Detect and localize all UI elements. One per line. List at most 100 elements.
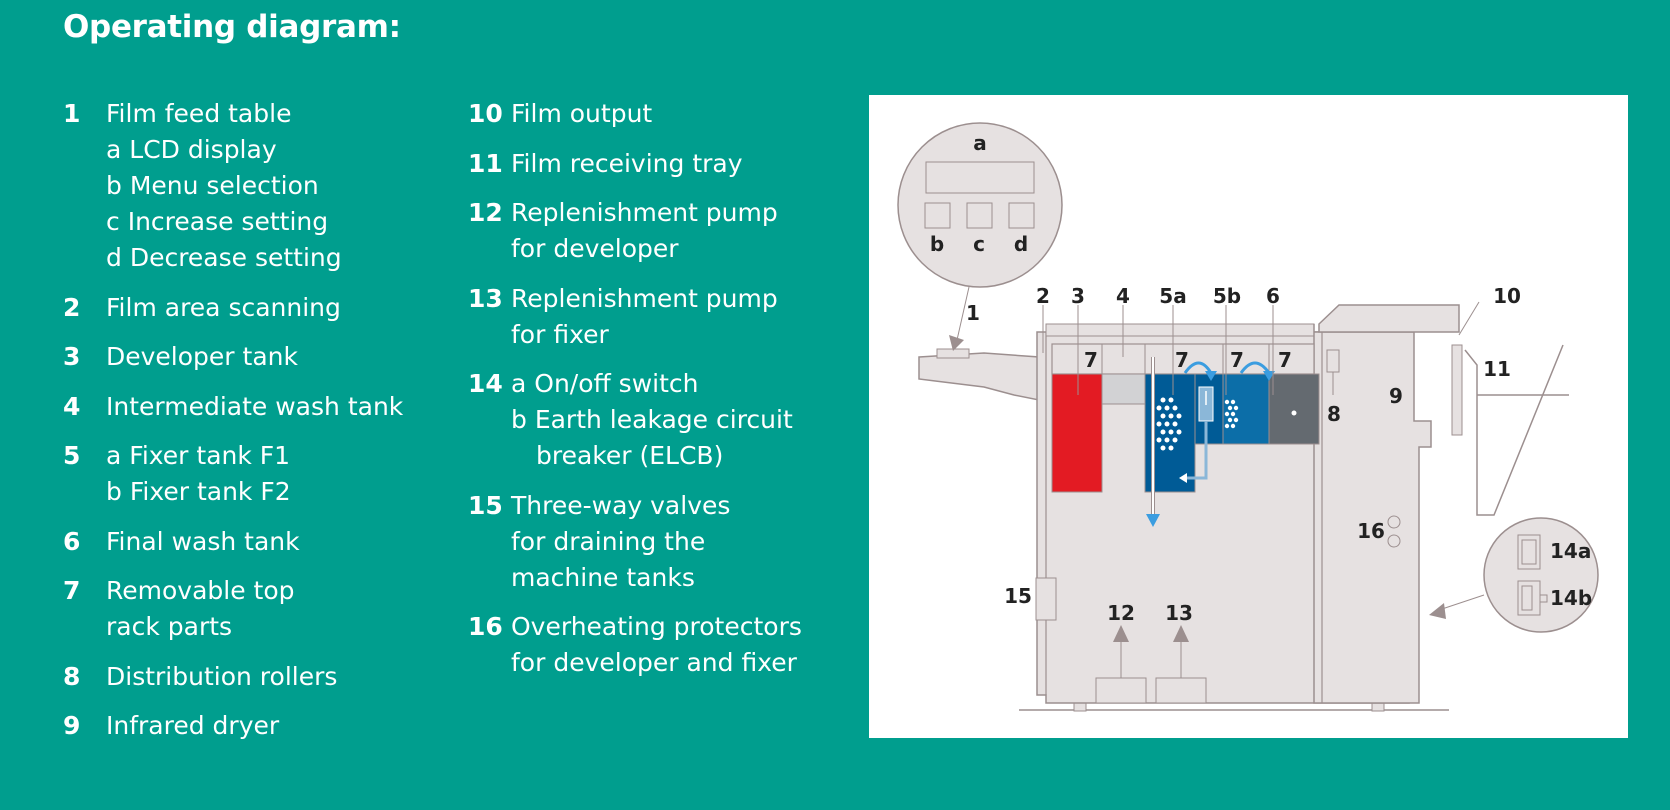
legend-number: 8 xyxy=(63,661,81,691)
label-3: 3 xyxy=(1071,284,1085,308)
legend-text: Film area scanning xyxy=(106,290,341,326)
legend-number: 13 xyxy=(468,283,503,313)
legend-line: Intermediate wash tank xyxy=(106,391,404,421)
legend-number: 6 xyxy=(63,526,81,556)
operating-diagram: a b c d 1 2 3 4 5a 5b 6 7 7 7 7 8 9 10 1… xyxy=(869,95,1628,738)
legend-line: for fixer xyxy=(511,319,609,349)
legend-number: 5 xyxy=(63,441,81,470)
legend-text: Final wash tank xyxy=(106,524,300,560)
menu-selection-button xyxy=(924,202,951,229)
legend-number: 14 xyxy=(468,369,503,398)
film-feed-table xyxy=(918,352,1040,401)
intermediate-wash-tank xyxy=(1101,373,1146,405)
legend-line: Film area scanning xyxy=(106,292,341,322)
label-7-b: 7 xyxy=(1175,348,1189,372)
label-c: c xyxy=(973,232,985,256)
elcb-switch-inner xyxy=(1521,585,1533,611)
legend-line: Final wash tank xyxy=(106,526,300,556)
dryer-housing xyxy=(1313,324,1432,704)
legend-text: Distribution rollers xyxy=(106,659,337,695)
legend-line: for developer and fixer xyxy=(511,648,797,677)
legend-line: Distribution rollers xyxy=(106,661,338,691)
legend-text: Replenishment pump for developer xyxy=(511,195,778,267)
foot-left xyxy=(1073,702,1087,712)
replenish-line xyxy=(1187,421,1208,480)
legend-text: Film receiving tray xyxy=(511,146,743,182)
legend-number: 1 xyxy=(63,99,81,128)
legend-line: Replenishment pump xyxy=(511,283,778,313)
legend-number: 11 xyxy=(468,148,503,178)
label-6: 6 xyxy=(1266,284,1280,308)
legend-text: Intermediate wash tank xyxy=(106,389,403,425)
legend-number: 16 xyxy=(468,612,503,641)
legend-item: 4 Intermediate wash tank xyxy=(63,389,453,425)
legend-item: 5 a Fixer tank F1 b Fixer tank F2 xyxy=(63,438,453,510)
switch-zoom xyxy=(1483,517,1599,633)
fixer-f2-rollers xyxy=(1224,399,1239,429)
label-12: 12 xyxy=(1107,601,1135,625)
flow-arrow-2 xyxy=(1239,361,1271,374)
legend-line: a Fixer tank F1 xyxy=(106,441,291,470)
legend-number: 7 xyxy=(63,576,81,605)
final-wash-dot xyxy=(1291,410,1297,416)
label-9: 9 xyxy=(1389,384,1403,408)
leader-14 xyxy=(1438,594,1485,611)
label-5a: 5a xyxy=(1159,284,1186,308)
replenish-arrow xyxy=(1179,473,1187,483)
label-8: 8 xyxy=(1327,402,1341,426)
label-14b: 14b xyxy=(1550,586,1592,610)
legend-number: 4 xyxy=(63,391,81,421)
legend-text: a Fixer tank F1 b Fixer tank F2 xyxy=(106,438,291,510)
arrow-14 xyxy=(1429,603,1446,619)
flow-arrow-2-head xyxy=(1263,371,1275,381)
legend-line: Three-way valves xyxy=(511,490,731,520)
legend-item: 6 Final wash tank xyxy=(63,524,453,560)
label-7-d: 7 xyxy=(1278,348,1292,372)
label-1: 1 xyxy=(966,301,980,325)
film-receiving-tray xyxy=(1464,344,1564,516)
label-4: 4 xyxy=(1116,284,1130,308)
arrow-1 xyxy=(949,335,964,351)
legend-line: Replenishment pump xyxy=(511,198,778,227)
legend-text: Infrared dryer xyxy=(106,708,279,744)
label-15: 15 xyxy=(1004,584,1032,608)
legend-line: b Earth leakage circuit xyxy=(511,405,793,434)
legend-text: Developer tank xyxy=(106,339,298,375)
elcb-test xyxy=(1539,594,1548,603)
legend-number: 9 xyxy=(63,711,81,740)
legend-item: 3 Developer tank xyxy=(63,339,453,375)
developer-tank xyxy=(1051,373,1103,493)
legend-line: b Menu selection xyxy=(106,171,319,200)
legend-line: b Fixer tank F2 xyxy=(106,477,291,506)
label-13: 13 xyxy=(1165,601,1193,625)
legend-line: Film feed table xyxy=(106,99,292,128)
legend-line: for developer xyxy=(511,234,679,263)
label-7-c: 7 xyxy=(1230,348,1244,372)
legend-number: 3 xyxy=(63,342,81,371)
dryer-hood xyxy=(1318,304,1460,333)
legend-text: Replenishment pump for fixer xyxy=(511,281,778,353)
pump-developer xyxy=(1095,677,1147,704)
distribution-rollers xyxy=(1326,349,1340,373)
final-wash-tank xyxy=(1268,373,1320,445)
legend-item: 1 Film feed table a LCD display b Menu sele… xyxy=(63,96,453,276)
legend-line: a LCD display xyxy=(106,135,277,164)
lcd-display xyxy=(925,161,1035,194)
label-5b: 5b xyxy=(1213,284,1241,308)
legend-column-1: 1 Film feed table a LCD display b Menu sele… xyxy=(63,96,453,758)
tank-cover-strip xyxy=(1045,323,1315,337)
legend-number: 10 xyxy=(468,99,503,128)
legend-line: c Increase setting xyxy=(106,207,329,236)
three-way-valve xyxy=(1035,577,1057,621)
page-title: Operating diagram: xyxy=(63,9,401,45)
legend-line: rack parts xyxy=(106,612,233,641)
